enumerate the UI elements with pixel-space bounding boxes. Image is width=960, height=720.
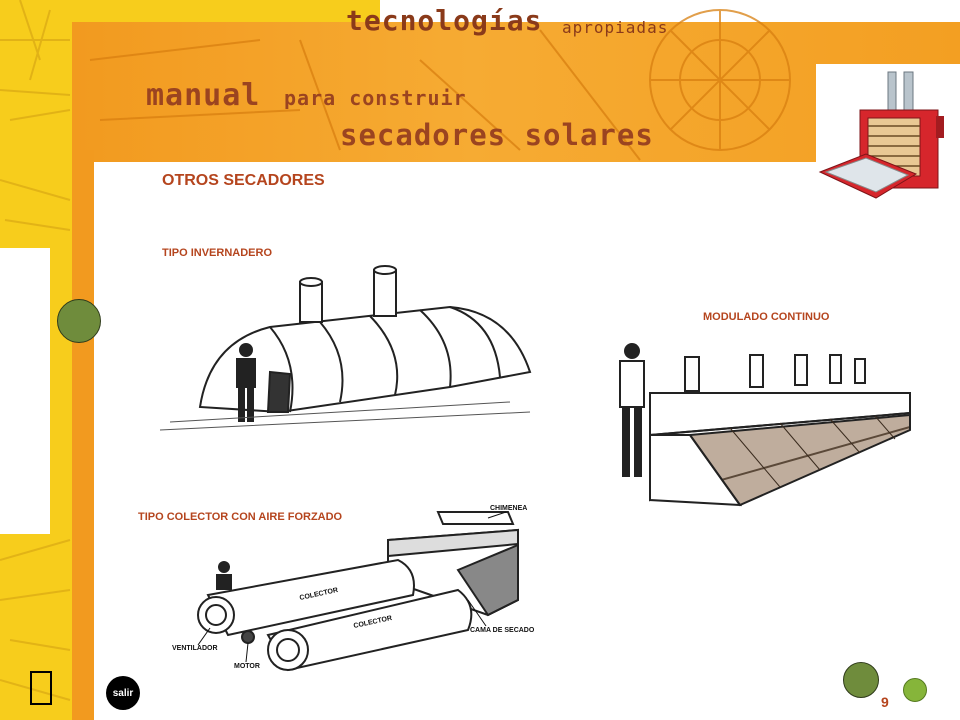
page-number: 9 <box>881 694 889 710</box>
header-sketch-lines <box>89 9 791 161</box>
header-title-manual: manual <box>146 78 261 113</box>
header-title-secadores-solares: secadores solares <box>340 118 654 152</box>
annotation-chimenea: CHIMENEA <box>490 505 527 512</box>
figure-label-invernadero: TIPO INVERNADERO <box>162 247 273 259</box>
nav-circle-button[interactable] <box>843 662 879 698</box>
figure-label-colector: TIPO COLECTOR CON AIRE FORZADO <box>138 511 343 523</box>
header-title-tecnologias: tecnologías <box>346 4 543 37</box>
header-title-para-construir: para construir <box>284 86 467 110</box>
decorative-green-circle-left <box>57 299 101 343</box>
exit-button[interactable]: salir <box>106 676 140 710</box>
top-white-band <box>380 0 960 22</box>
left-white-panel <box>0 248 50 534</box>
annotation-motor: MOTOR <box>234 663 260 670</box>
left-orange-strip <box>72 150 94 720</box>
product-image-box <box>816 64 960 206</box>
greenhouse-dryer-sketch <box>159 265 532 431</box>
header-title-apropiadas: apropiadas <box>562 18 669 37</box>
collector-dryer-sketch: CHIMENEA COLECTOR COLECTOR CAMA DE SECAD… <box>172 505 535 672</box>
section-title: OTROS SECADORES <box>162 172 325 189</box>
solar-dryer-cabinet-image <box>818 71 944 199</box>
figure-label-modulado: MODULADO CONTINUO <box>703 311 830 323</box>
modular-dryer-sketch <box>619 343 911 507</box>
annotation-ventilador: VENTILADOR <box>172 645 218 652</box>
nav-small-circle-button[interactable] <box>903 678 927 702</box>
annotation-cama-de-secado: CAMA DE SECADO <box>470 627 535 634</box>
unknown-glyph-icon <box>30 671 52 705</box>
